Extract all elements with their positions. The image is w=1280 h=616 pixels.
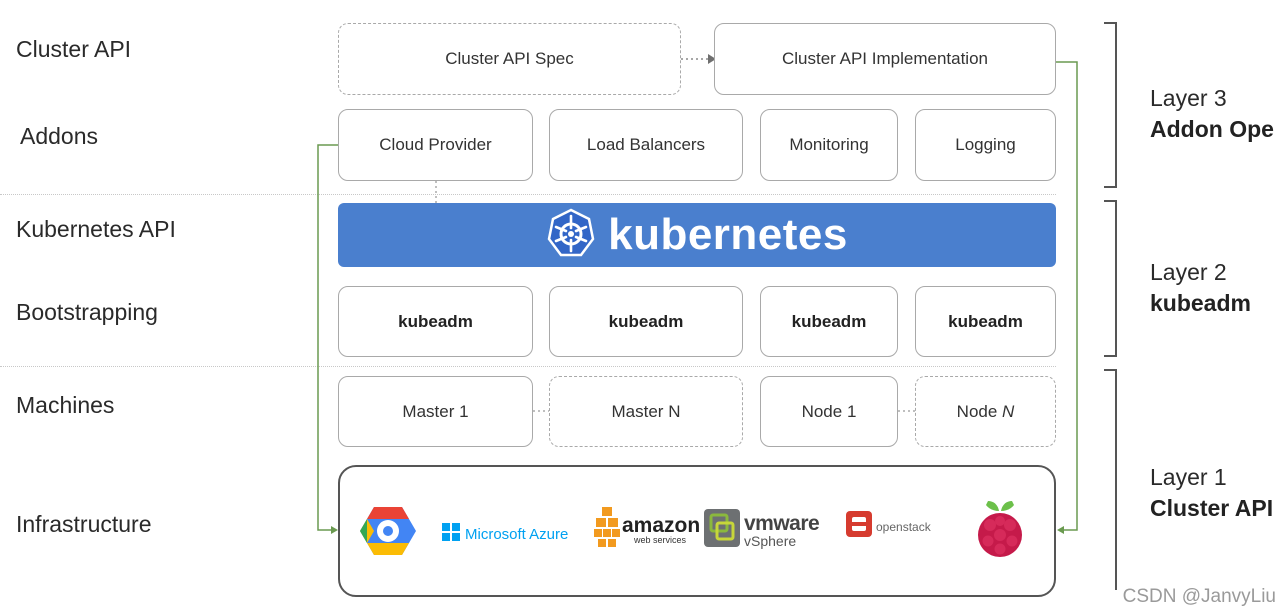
addon-cloud-provider-box: Cloud Provider xyxy=(338,109,533,181)
layer-3-subtitle: Addon Ope xyxy=(1150,116,1274,142)
machine-node-n-box: Node N xyxy=(915,376,1056,447)
node-n-variable: N xyxy=(1002,401,1015,421)
aws-logo: amazon web services xyxy=(594,507,700,552)
layer-2-subtitle: kubeadm xyxy=(1150,290,1251,316)
vmware-icon xyxy=(704,509,740,552)
azure-logo: Microsoft Azure xyxy=(442,523,568,546)
openstack-icon xyxy=(846,511,872,542)
layer-1-subtitle: Cluster API xyxy=(1150,495,1274,521)
kubeadm-box: kubeadm xyxy=(338,286,533,357)
infrastructure-box: Microsoft Azure amazon web services xyxy=(338,465,1056,597)
addon-monitoring-box: Monitoring xyxy=(760,109,898,181)
cluster-api-implementation-box: Cluster API Implementation xyxy=(714,23,1056,95)
kubernetes-wordmark: kubernetes xyxy=(608,210,848,259)
aws-subtitle: web services xyxy=(634,534,687,545)
windows-icon xyxy=(442,523,460,546)
azure-label: Microsoft Azure xyxy=(465,526,569,543)
vmware-logo: vmware vSphere xyxy=(704,509,820,552)
layer-1-title: Layer 1 xyxy=(1150,464,1227,490)
row-label-bootstrapping: Bootstrapping xyxy=(16,299,158,325)
google-cloud-icon xyxy=(360,505,416,557)
machine-node-1-box: Node 1 xyxy=(760,376,898,447)
aws-boxes-icon xyxy=(594,507,620,552)
vsphere-label: vSphere xyxy=(744,533,797,549)
kubernetes-helm-icon xyxy=(546,208,596,263)
row-label-infrastructure: Infrastructure xyxy=(16,511,152,537)
layer-3-title: Layer 3 xyxy=(1150,85,1227,111)
cluster-api-spec-box: Cluster API Spec xyxy=(338,23,681,95)
kubernetes-api-bar: kubernetes xyxy=(338,203,1056,267)
addon-logging-box: Logging xyxy=(915,109,1056,181)
layer-2-title: Layer 2 xyxy=(1150,259,1227,285)
kubeadm-box: kubeadm xyxy=(915,286,1056,357)
machine-master-1-box: Master 1 xyxy=(338,376,533,447)
separator-addons xyxy=(0,194,1056,195)
row-label-kubernetes-api: Kubernetes API xyxy=(16,216,176,242)
machine-master-n-box: Master N xyxy=(549,376,743,447)
openstack-label: openstack xyxy=(876,519,931,534)
amazon-wordmark: amazon xyxy=(622,513,701,537)
kubeadm-box: kubeadm xyxy=(760,286,898,357)
node-n-prefix: Node xyxy=(956,401,1003,421)
row-label-addons: Addons xyxy=(20,123,99,149)
row-label-machines: Machines xyxy=(16,392,115,418)
kubeadm-box: kubeadm xyxy=(549,286,743,357)
raspberry-pi-icon xyxy=(974,497,1026,559)
openstack-logo: openstack xyxy=(846,511,931,542)
addon-load-balancers-box: Load Balancers xyxy=(549,109,743,181)
vmware-wordmark: vmware xyxy=(744,512,820,535)
separator-machines xyxy=(0,366,1056,367)
watermark: CSDN @JanvyLiu xyxy=(1122,586,1276,607)
row-label-cluster-api: Cluster API xyxy=(16,36,132,62)
